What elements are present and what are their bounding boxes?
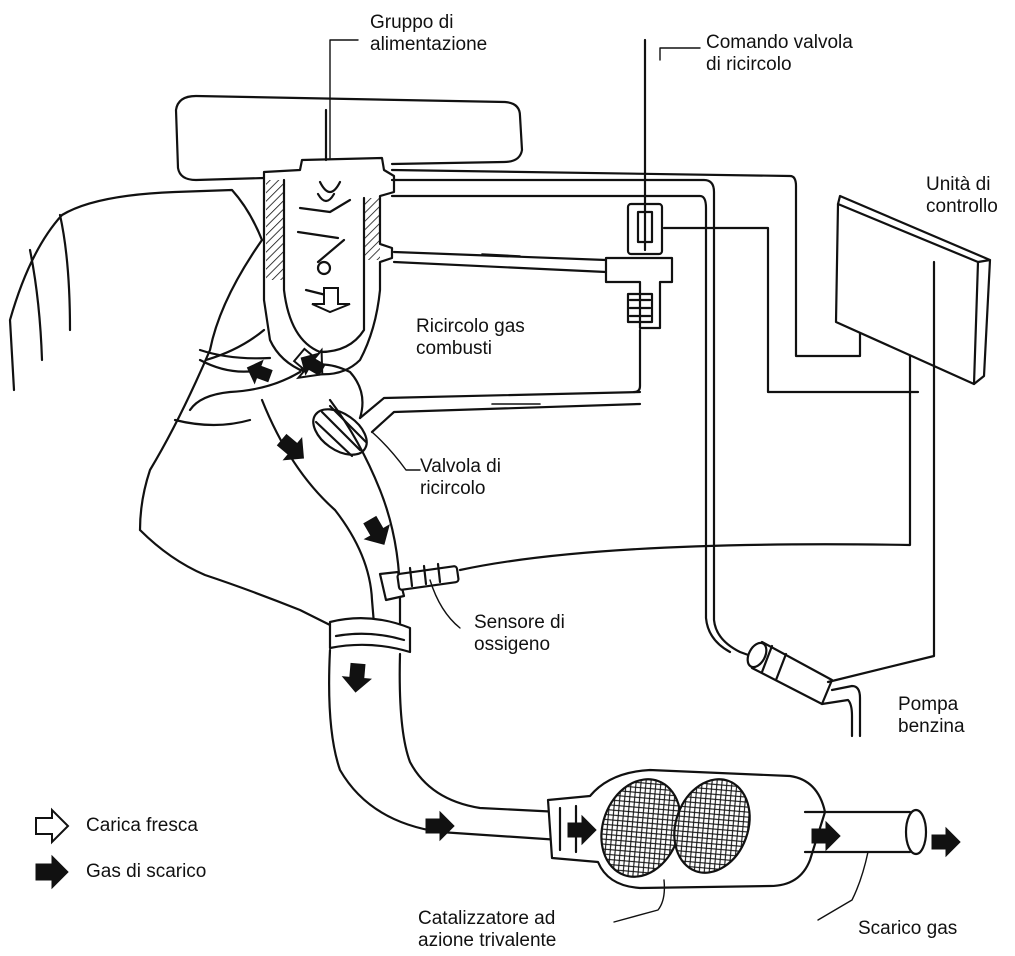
label-line: ossigeno: [474, 634, 565, 656]
solid-arrow-icon: [36, 856, 68, 888]
label-line: Catalizzatore ad: [418, 908, 556, 930]
label-line: Valvola di: [420, 456, 501, 478]
label-scarico-gas: Scarico gas: [858, 918, 957, 940]
carburettor-body: [264, 110, 394, 374]
label-comando-valvola: Comando valvola di ricircolo: [706, 32, 853, 76]
label-line: ricircolo: [420, 478, 501, 500]
label-line: alimentazione: [370, 34, 487, 56]
label-line: di ricircolo: [706, 54, 853, 76]
label-line: Ricircolo gas: [416, 316, 525, 338]
pipe-clamp: [330, 618, 410, 652]
label-sensore-ossigeno: Sensore di ossigeno: [474, 612, 565, 656]
egr-valve: [305, 392, 640, 464]
label-line: combusti: [416, 338, 525, 360]
egr-control-solenoid: [606, 40, 672, 328]
label-gruppo-alimentazione: Gruppo di alimentazione: [370, 12, 487, 56]
label-line: azione trivalente: [418, 930, 556, 952]
label-unita-controllo: Unità di controllo: [926, 174, 998, 218]
label-line: Sensore di: [474, 612, 565, 634]
label-line: Pompa: [898, 694, 965, 716]
label-line: Comando valvola: [706, 32, 853, 54]
hollow-arrow-icon: [36, 810, 68, 842]
label-line: benzina: [898, 716, 965, 738]
label-line: controllo: [926, 196, 998, 218]
label-line: Unità di: [926, 174, 998, 196]
label-line: Gruppo di: [370, 12, 487, 34]
label-ricircolo-gas: Ricircolo gas combusti: [416, 316, 525, 360]
legend-item-carica-fresca: Carica fresca: [86, 815, 198, 837]
label-catalizzatore: Catalizzatore ad azione trivalente: [418, 908, 556, 952]
label-valvola-ricircolo: Valvola di ricircolo: [420, 456, 501, 500]
label-pompa-benzina: Pompa benzina: [898, 694, 965, 738]
legend-item-gas-scarico: Gas di scarico: [86, 861, 206, 883]
